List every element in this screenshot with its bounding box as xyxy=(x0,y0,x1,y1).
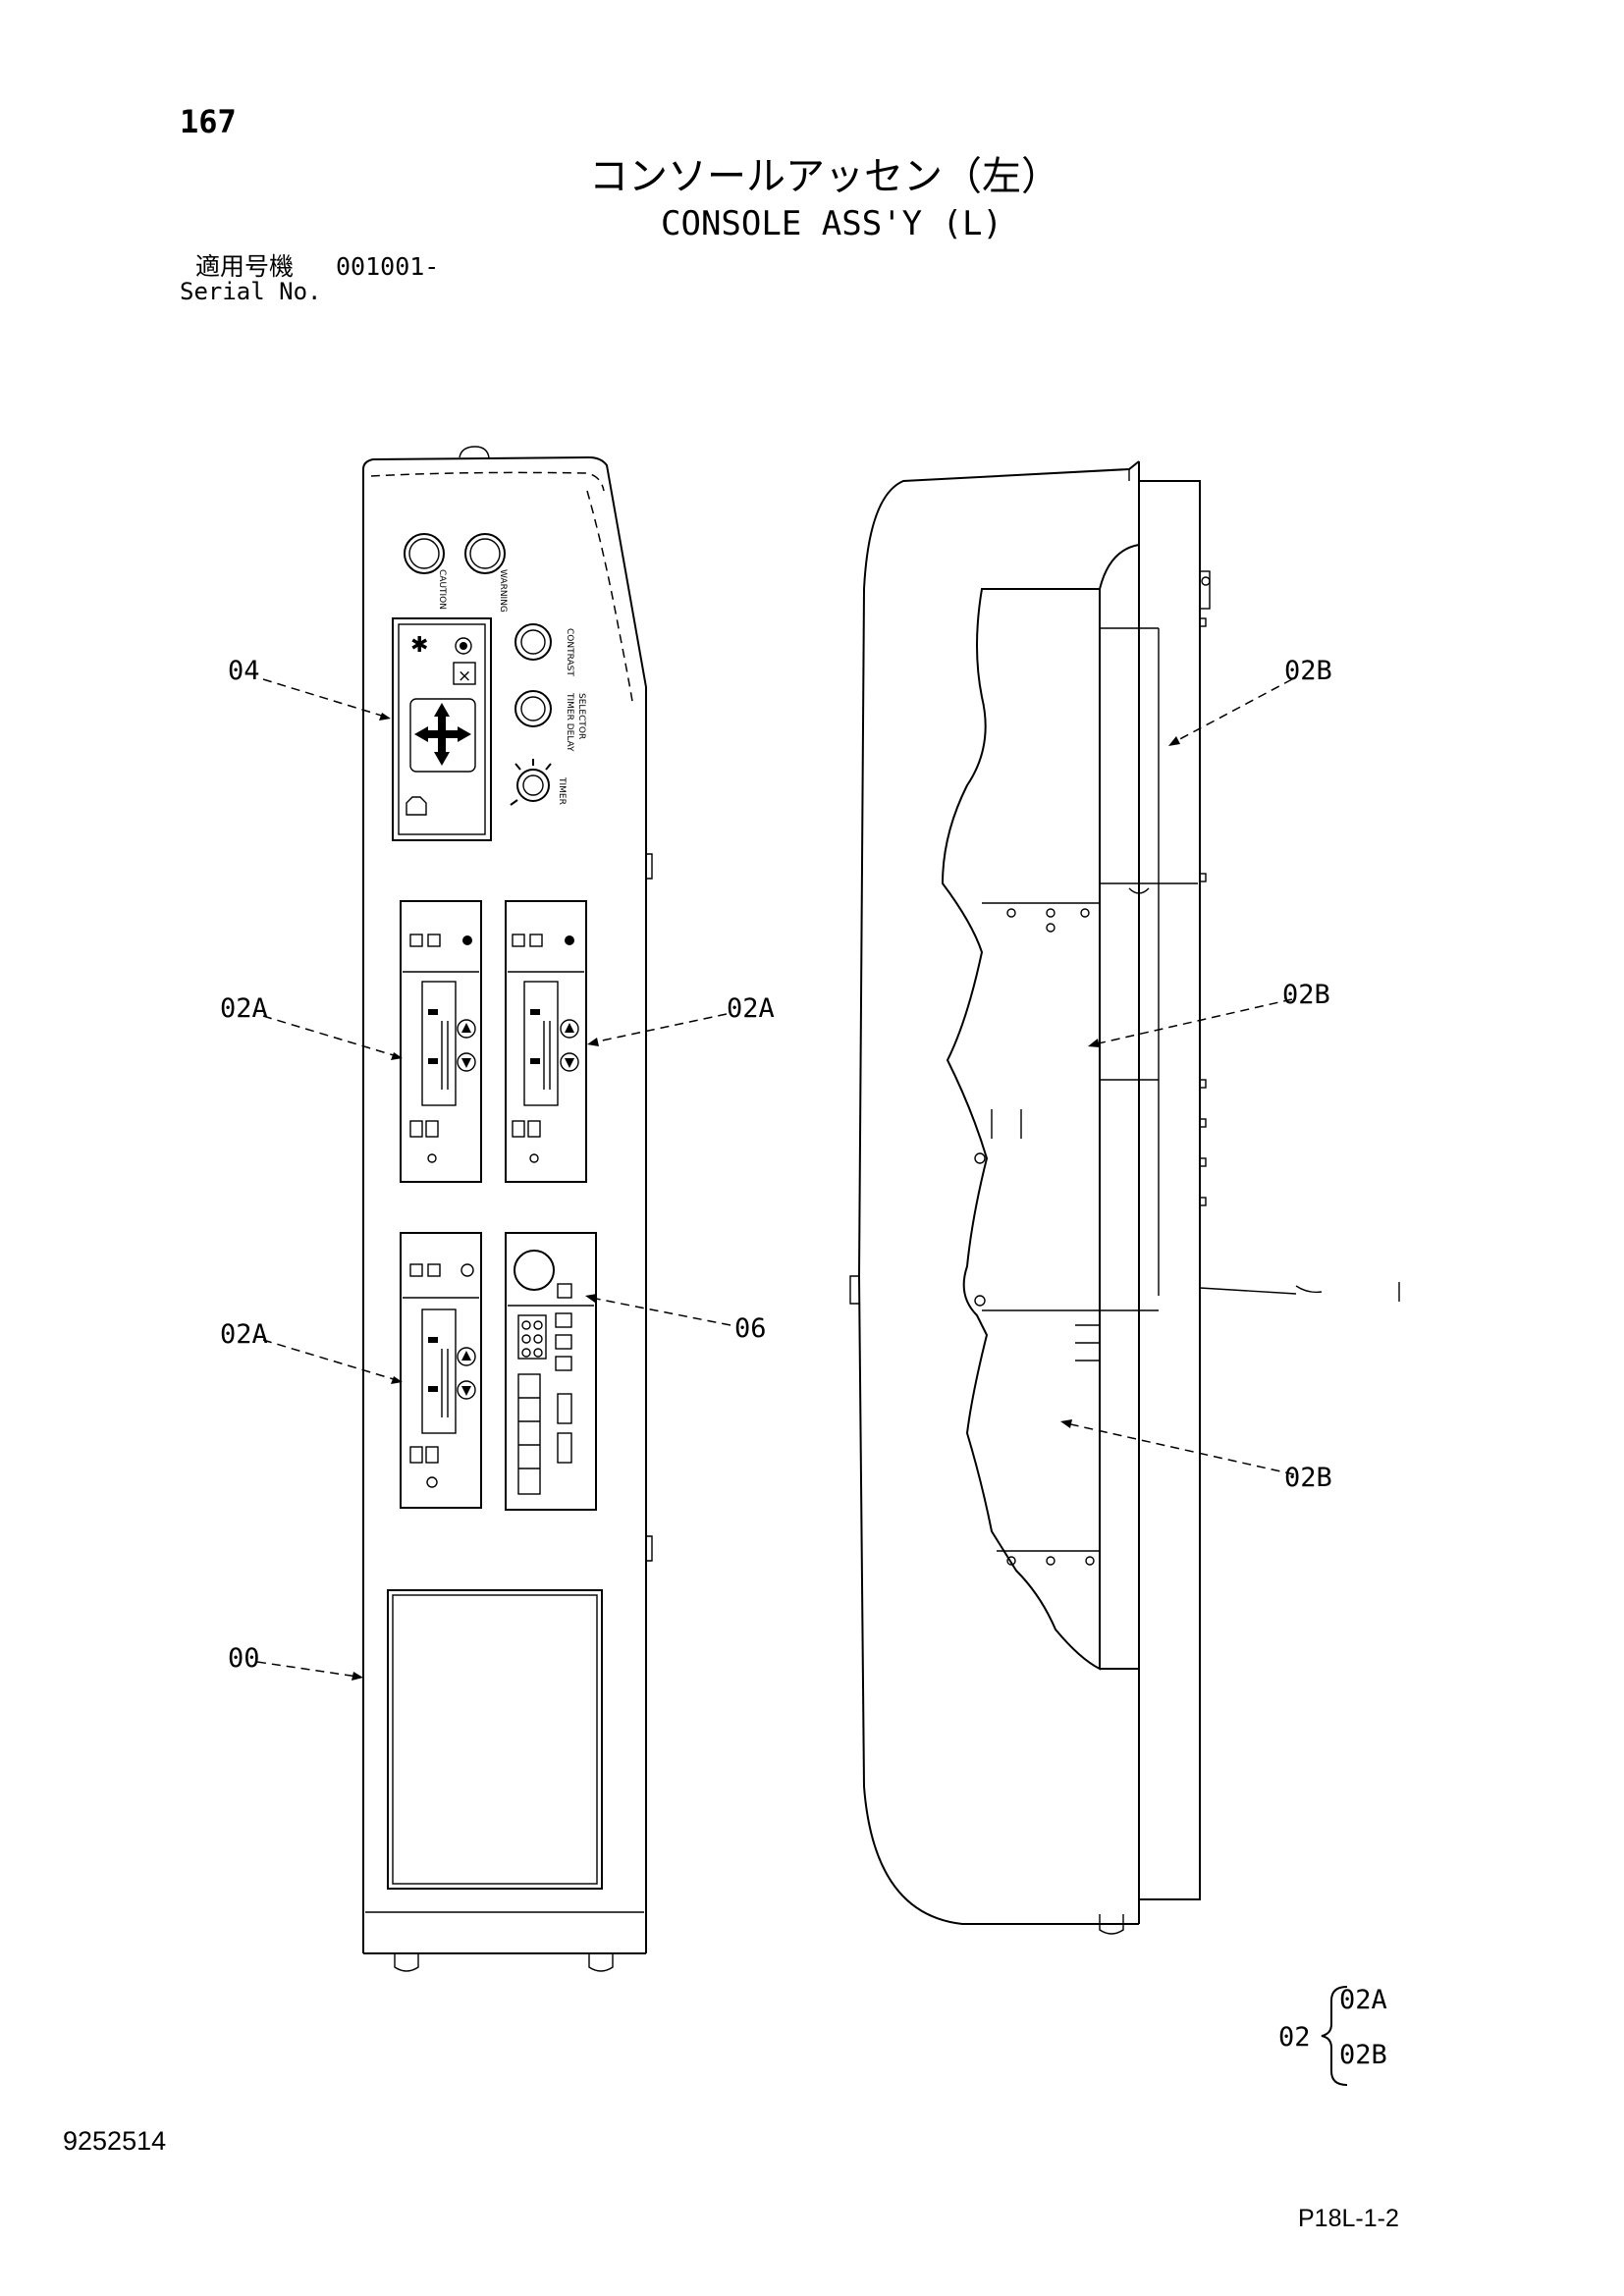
arrow-left-icon xyxy=(414,726,428,742)
console-body-outline xyxy=(362,455,647,1953)
callout-02a-left: 02A xyxy=(220,993,268,1024)
callout-02a-lower: 02A xyxy=(220,1319,268,1350)
top-knob xyxy=(459,446,490,458)
callout-06: 06 xyxy=(734,1313,767,1344)
side-view xyxy=(849,460,1400,1935)
callout-02a-right: 02A xyxy=(727,993,775,1024)
home-icon xyxy=(406,796,427,816)
svg-text:SELECTOR: SELECTOR xyxy=(576,693,586,739)
legend-child-02a: 02A xyxy=(1339,1985,1387,2015)
sheet-code: P18L-1-2 xyxy=(1298,2205,1399,2232)
document-number: 9252514 xyxy=(63,2126,167,2156)
contrast-knob: CONTRAST xyxy=(514,623,574,676)
svg-text:WARNING: WARNING xyxy=(498,569,508,613)
front-view: CAUTION WARNING ✱ × xyxy=(362,446,653,1972)
side-outline xyxy=(857,460,1140,1925)
radio-switch-module xyxy=(505,1232,597,1511)
serial-label-english: Serial No. xyxy=(180,278,322,305)
controller-module-3 xyxy=(400,1232,482,1509)
svg-text:CONTRAST: CONTRAST xyxy=(565,628,574,676)
serial-label-japanese: 適用号機 xyxy=(195,252,295,281)
svg-text:TIMER: TIMER xyxy=(557,776,567,805)
controller-module-2 xyxy=(505,900,587,1183)
side-housing xyxy=(1138,480,1201,1900)
arrow-right-icon xyxy=(458,726,471,742)
arrow-down-icon xyxy=(434,752,450,766)
close-icon: × xyxy=(458,667,471,686)
callout-02b-top: 02B xyxy=(1284,656,1332,686)
display-monitor: ✱ × xyxy=(392,617,492,841)
timer-delay-selector-knob: TIMER DELAY SELECTOR xyxy=(514,690,586,752)
controller-module-1 xyxy=(400,900,482,1183)
target-icon xyxy=(455,637,472,655)
legend-parent: 02 xyxy=(1278,2022,1311,2053)
warning-lamp: WARNING xyxy=(464,533,508,613)
arrow-up-icon xyxy=(434,703,450,717)
callout-02b-middle: 02B xyxy=(1282,980,1330,1010)
svg-text:CAUTION: CAUTION xyxy=(437,569,447,610)
page-number: 167 xyxy=(180,103,237,140)
callout-04: 04 xyxy=(228,656,260,686)
title-english: CONSOLE ASS'Y (L) xyxy=(661,204,1002,243)
callout-00: 00 xyxy=(228,1643,260,1674)
asterisk-icon: ✱ xyxy=(410,633,428,658)
legend-child-02b: 02B xyxy=(1339,2040,1387,2070)
legend-brace xyxy=(1321,1986,1348,2086)
title-japanese: コンソールアッセン（左） xyxy=(589,154,1060,199)
storage-tray xyxy=(387,1589,603,1890)
leader-lines xyxy=(256,678,1295,1681)
serial-value: 001001- xyxy=(336,252,440,281)
callout-02b-bottom: 02B xyxy=(1284,1463,1332,1493)
timer-knob: TIMER xyxy=(510,759,567,806)
svg-text:TIMER DELAY: TIMER DELAY xyxy=(565,692,574,752)
caution-lamp: CAUTION xyxy=(404,533,447,610)
